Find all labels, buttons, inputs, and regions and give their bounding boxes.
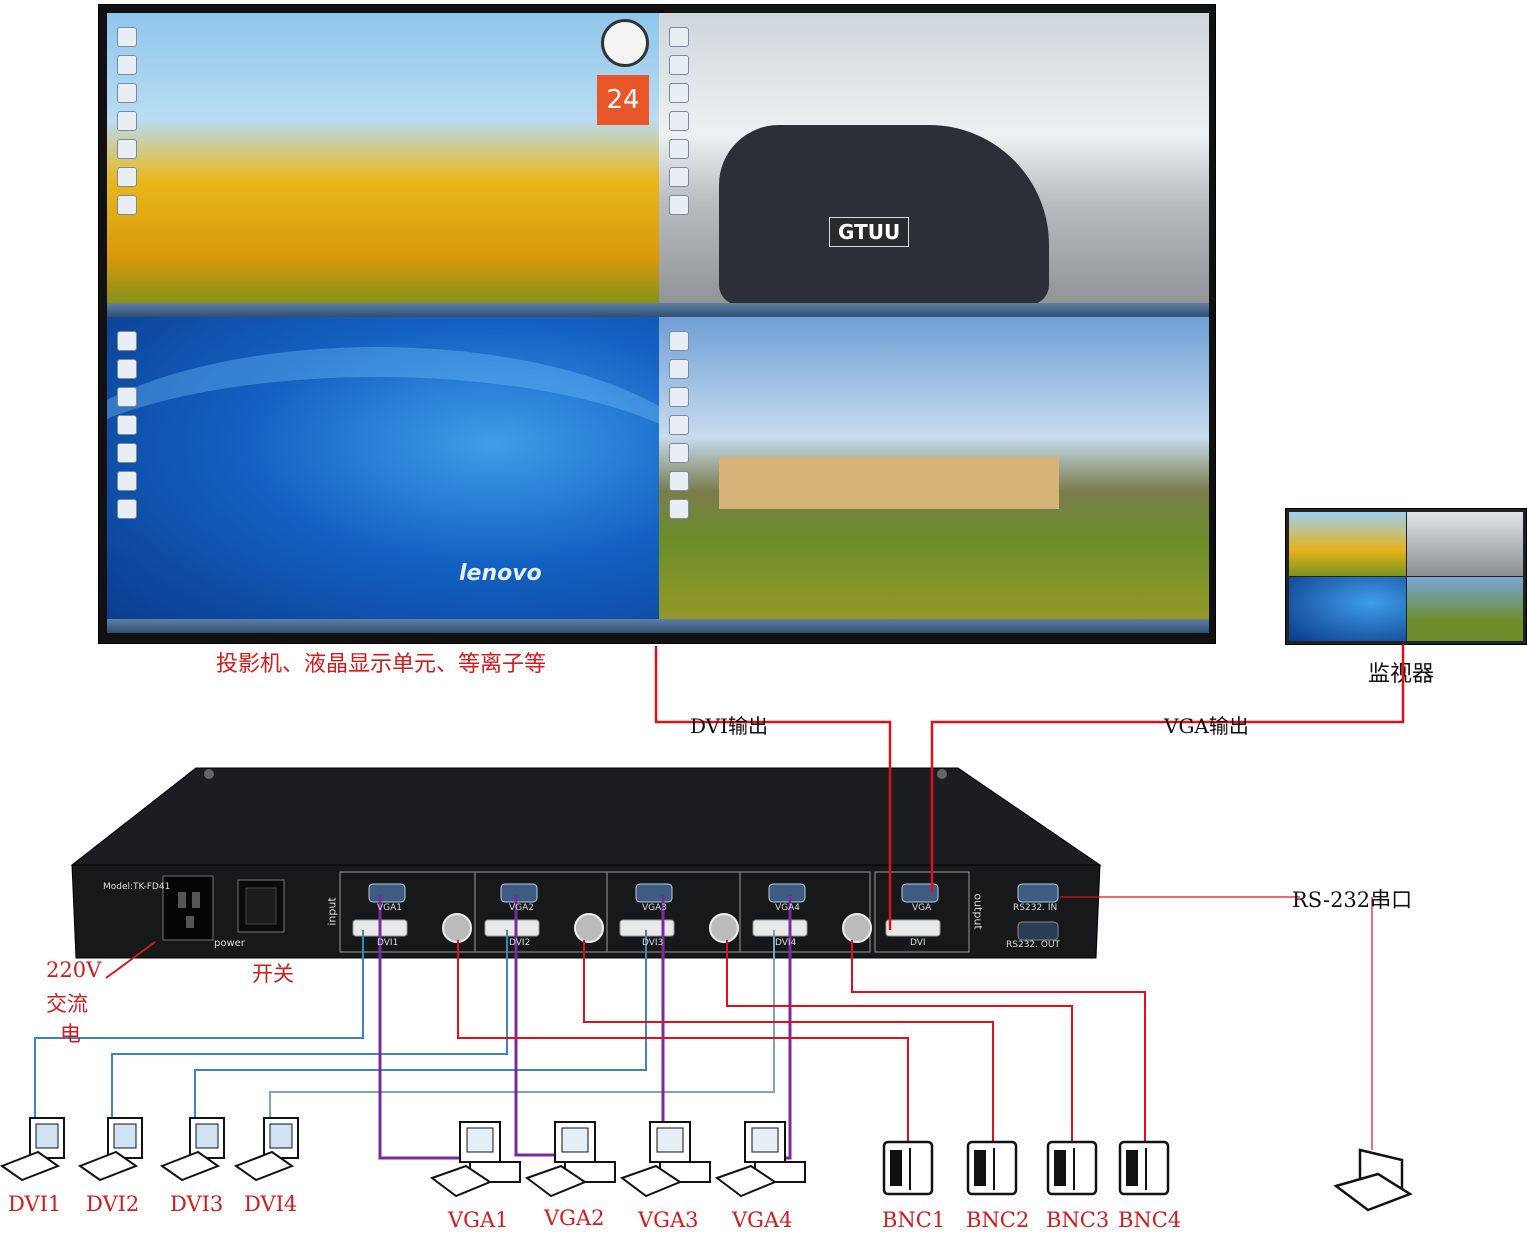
- source-label-vga3: VGA3: [638, 1208, 699, 1232]
- power-label: power: [214, 938, 245, 949]
- monitor-pane-2: [1407, 512, 1523, 576]
- port-dvi2: DVI2: [509, 938, 531, 948]
- wall-pane-lenovo: lenovo: [107, 317, 659, 633]
- source-label-dvi3: DVI3: [170, 1192, 224, 1216]
- source-label-bnc3: BNC3: [1046, 1208, 1110, 1232]
- source-label-dvi4: DVI4: [244, 1192, 298, 1216]
- port-out-vga: VGA: [912, 903, 932, 913]
- source-label-bnc1: BNC1: [882, 1208, 946, 1232]
- wall-pane-castle: [659, 317, 1209, 633]
- source-label-bnc4: BNC4: [1118, 1208, 1182, 1232]
- wall-pane-car: GTUU: [659, 13, 1209, 317]
- brand-logo: lenovo: [459, 561, 542, 586]
- dvi2-computer-icon: [77, 1117, 143, 1182]
- source-label-vga2: VGA2: [544, 1206, 605, 1230]
- switch-label: 开关: [252, 962, 294, 986]
- port-vga3: VGA3: [642, 903, 668, 913]
- source-label-dvi1: DVI1: [8, 1192, 62, 1216]
- port-rs232-in: RS232. IN: [1013, 903, 1058, 913]
- port-out-dvi: DVI: [910, 938, 926, 948]
- monitor-screen: [1285, 508, 1527, 645]
- power-supply-label-3: 电: [60, 1022, 81, 1046]
- power-supply-label-1: 220V: [46, 958, 102, 982]
- port-dvi4: DVI4: [775, 938, 797, 948]
- dvi3-computer-icon: [159, 1117, 225, 1182]
- port-dvi1: DVI1: [377, 938, 399, 948]
- dvi1-computer-icon: [0, 1117, 65, 1182]
- vga-port-2-icon: [500, 883, 538, 903]
- taskbar: [107, 303, 659, 317]
- bnc2-camera-icon: [966, 1140, 1018, 1196]
- bnc3-camera-icon: [1046, 1140, 1098, 1196]
- taskbar: [659, 619, 1209, 633]
- source-label-vga4: VGA4: [732, 1208, 793, 1232]
- bnc-source-cables: [457, 940, 1146, 1150]
- vga4-computer-icon: [714, 1121, 806, 1198]
- vga-output-label: VGA输出: [1164, 714, 1249, 738]
- clock-gadget-icon: [601, 19, 649, 67]
- matrix-switcher-device: [70, 767, 1102, 959]
- port-rs232-out: RS232. OUT: [1006, 940, 1061, 950]
- monitor-pane-3: [1289, 577, 1406, 641]
- vga-port-1-icon: [368, 883, 406, 903]
- dvi-output-label: DVI输出: [690, 714, 769, 738]
- monitor-pane-4: [1407, 577, 1523, 641]
- output-label: output: [971, 893, 985, 930]
- car-image: [719, 125, 1049, 305]
- vga-port-4-icon: [768, 883, 806, 903]
- source-label-vga1: VGA1: [448, 1208, 509, 1232]
- power-supply-label-2: 交流: [46, 992, 88, 1016]
- calendar-gadget: 24: [597, 75, 649, 125]
- source-label-dvi2: DVI2: [86, 1192, 140, 1216]
- bnc1-camera-icon: [882, 1140, 934, 1196]
- taskbar: [107, 619, 659, 633]
- monitor-label: 监视器: [1368, 662, 1435, 687]
- bnc-port-3-icon: [709, 913, 739, 943]
- monitor-pane-1: [1289, 512, 1406, 576]
- bnc4-camera-icon: [1118, 1140, 1170, 1196]
- display-caption: 投影机、液晶显示单元、等离子等: [216, 652, 547, 677]
- video-wall-display: 24 GTUU lenovo: [98, 4, 1216, 644]
- desktop-icons: [113, 323, 173, 527]
- source-device-icons: [0, 1117, 1413, 1212]
- port-vga2: VGA2: [509, 903, 535, 913]
- vga2-computer-icon: [524, 1121, 616, 1198]
- input-label: input: [325, 897, 339, 926]
- bnc-port-1-icon: [442, 913, 472, 943]
- out-dvi-port-icon: [885, 919, 941, 937]
- castle-image: [719, 457, 1059, 509]
- dvi-port-4-icon: [752, 919, 808, 937]
- desktop-icons: [113, 19, 173, 223]
- port-vga4: VGA4: [775, 903, 801, 913]
- rs232-out-port-icon: [1017, 921, 1059, 941]
- device-model: Model:TK-FD41: [103, 882, 171, 892]
- dvi-source-cables: [34, 930, 775, 1120]
- rs232-label: RS-232串口: [1292, 888, 1413, 912]
- bnc-port-4-icon: [842, 913, 872, 943]
- dvi-output-cable: [654, 646, 892, 930]
- desktop-icons: [665, 19, 725, 223]
- dvi4-computer-icon: [233, 1117, 299, 1182]
- port-vga1: VGA1: [377, 903, 403, 913]
- desktop-icons: [665, 323, 725, 527]
- dvi-port-2-icon: [484, 919, 540, 937]
- taskbar: [659, 303, 1209, 317]
- rs232-in-port-icon: [1017, 883, 1059, 903]
- vga3-computer-icon: [619, 1121, 711, 1198]
- vga1-computer-icon: [429, 1121, 521, 1198]
- laptop-icon: [1333, 1148, 1413, 1212]
- vga-port-3-icon: [635, 883, 673, 903]
- port-dvi3: DVI3: [642, 938, 664, 948]
- vga-output-cable: [930, 644, 1405, 892]
- device-ports: [352, 883, 1059, 943]
- source-label-bnc2: BNC2: [966, 1208, 1030, 1232]
- wall-pane-tulips: 24: [107, 13, 659, 317]
- bnc-port-2-icon: [574, 913, 604, 943]
- power-socket-icon: [162, 875, 214, 941]
- out-vga-port-icon: [901, 883, 939, 903]
- watermark-logo: GTUU: [829, 217, 910, 247]
